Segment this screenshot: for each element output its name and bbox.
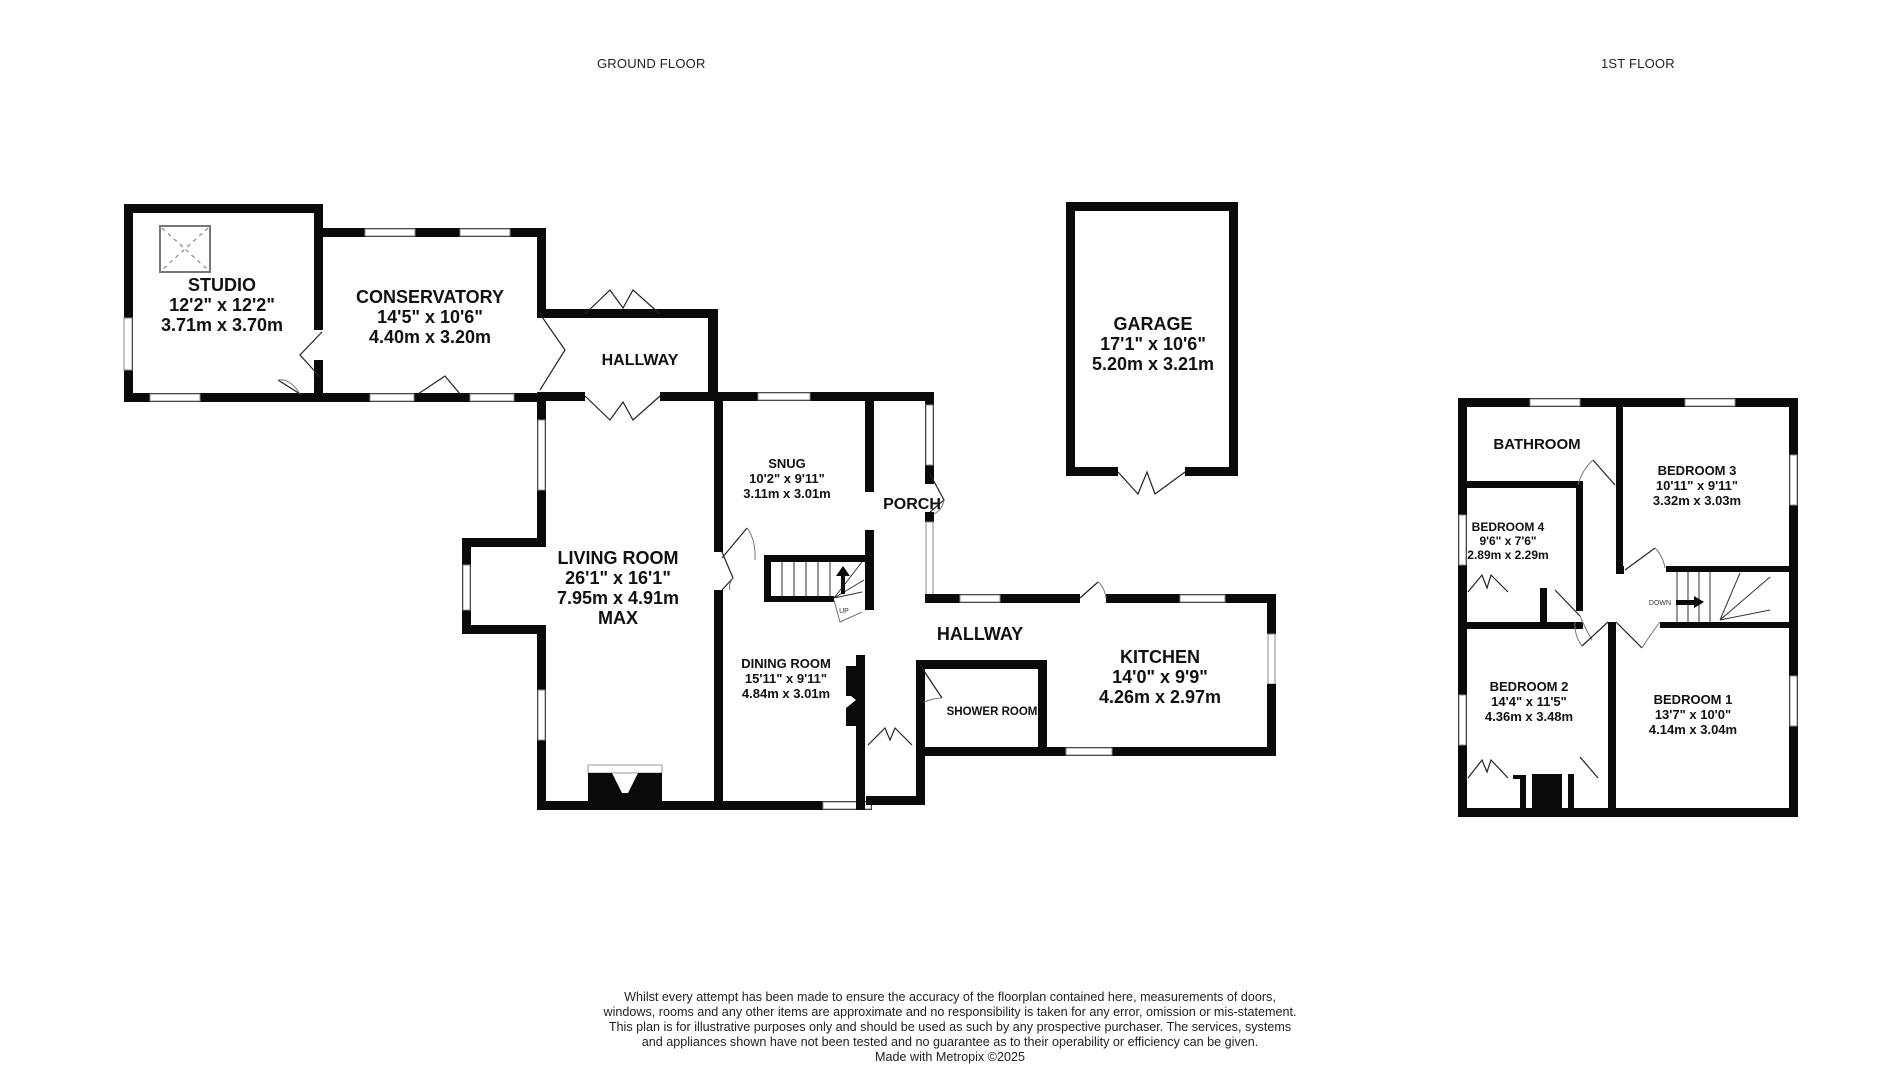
svg-text:4.36m x 3.48m: 4.36m x 3.48m [1485,709,1573,724]
svg-text:12'2" x 12'2": 12'2" x 12'2" [169,295,275,315]
svg-text:4.14m x 3.04m: 4.14m x 3.04m [1649,722,1737,737]
svg-text:2.89m x 2.29m: 2.89m x 2.29m [1467,548,1548,562]
svg-text:15'11" x 9'11": 15'11" x 9'11" [745,671,827,686]
shower-room-label: SHOWER ROOM [947,706,1038,718]
svg-text:4.84m x 3.01m: 4.84m x 3.01m [742,686,830,701]
living-room-walls [462,392,872,810]
conservatory-label: CONSERVATORY 14'5" x 10'6" 4.40m x 3.20m [356,287,504,347]
stairs-down-label: DOWN [1649,600,1671,607]
svg-text:3.11m x 3.01m: 3.11m x 3.01m [743,486,830,501]
rear-hallway-label: HALLWAY [602,352,679,369]
svg-text:BEDROOM 2: BEDROOM 2 [1490,679,1569,694]
svg-text:10'11" x 9'11": 10'11" x 9'11" [1656,478,1738,493]
bedroom3-label: BEDROOM 3 10'11" x 9'11" 3.32m x 3.03m [1653,463,1741,508]
porch-label: PORCH [883,496,941,513]
svg-text:MAX: MAX [598,608,638,628]
conservatory-walls [299,228,587,402]
kitchen-hallway-walls [866,581,1276,805]
stairs-up-label: UP [839,608,849,615]
svg-text:BEDROOM 3: BEDROOM 3 [1658,463,1737,478]
snug-dining-walls [714,392,874,810]
svg-text:DINING ROOM: DINING ROOM [741,656,831,671]
svg-text:7.95m x 4.91m: 7.95m x 4.91m [557,588,679,608]
bedroom2-label: BEDROOM 2 14'4" x 11'5" 4.36m x 3.48m [1485,679,1573,724]
svg-text:17'1" x 10'6": 17'1" x 10'6" [1100,334,1206,354]
dining-room-label: DINING ROOM 15'11" x 9'11" 4.84m x 3.01m [741,656,831,701]
svg-text:GARAGE: GARAGE [1113,314,1192,334]
studio-label: STUDIO 12'2" x 12'2" 3.71m x 3.70m [161,275,283,335]
studio-walls [123,204,324,402]
garage-label: GARAGE 17'1" x 10'6" 5.20m x 3.21m [1092,314,1214,374]
svg-text:14'5" x 10'6": 14'5" x 10'6" [377,307,483,327]
ground-floor-plan: UP [123,202,1276,810]
living-room-label: LIVING ROOM 26'1" x 16'1" 7.95m x 4.91m … [557,548,679,628]
svg-text:3.32m x 3.03m: 3.32m x 3.03m [1653,493,1741,508]
svg-text:4.26m x 2.97m: 4.26m x 2.97m [1099,687,1221,707]
skylight-icon [159,225,211,273]
svg-text:3.71m x 3.70m: 3.71m x 3.70m [161,315,283,335]
svg-text:KITCHEN: KITCHEN [1120,647,1200,667]
bedroom4-label: BEDROOM 4 9'6" x 7'6" 2.89m x 2.29m [1467,520,1548,562]
staircase-down-icon: DOWN [1649,572,1771,622]
main-hallway-label: HALLWAY [937,624,1023,644]
svg-text:13'7" x 10'0": 13'7" x 10'0" [1655,707,1731,722]
snug-label: SNUG 10'2" x 9'11" 3.11m x 3.01m [743,456,830,501]
svg-text:LIVING ROOM: LIVING ROOM [558,548,679,568]
svg-text:10'2" x 9'11": 10'2" x 9'11" [749,471,825,486]
kitchen-label: KITCHEN 14'0" x 9'9" 4.26m x 2.97m [1099,647,1221,707]
ground-floor-heading: GROUND FLOOR [597,56,706,71]
first-floor-heading: 1ST FLOOR [1601,56,1675,71]
first-floor-plan: DOWN BATHROOM BEDROOM 3 10'11" x 9'11" 3… [1458,398,1798,817]
svg-text:26'1" x 16'1": 26'1" x 16'1" [565,568,671,588]
garage-walls [1066,202,1238,496]
living-room-fireplace-icon [587,764,663,801]
svg-text:BEDROOM 1: BEDROOM 1 [1654,692,1733,707]
bathroom-label: BATHROOM [1493,436,1580,453]
svg-text:5.20m x 3.21m: 5.20m x 3.21m [1092,354,1214,374]
svg-text:9'6" x 7'6": 9'6" x 7'6" [1479,534,1536,548]
disclaimer: Whilst every attempt has been made to en… [600,990,1300,1065]
porch-walls [872,392,945,603]
svg-text:14'0" x 9'9": 14'0" x 9'9" [1112,667,1208,687]
disclaimer-text: Whilst every attempt has been made to en… [603,990,1297,1049]
svg-text:SNUG: SNUG [768,456,806,471]
svg-text:4.40m x 3.20m: 4.40m x 3.20m [369,327,491,347]
svg-text:14'4" x 11'5": 14'4" x 11'5" [1491,694,1567,709]
metropix-credit: Made with Metropix ©2025 [875,1050,1025,1064]
svg-text:CONSERVATORY: CONSERVATORY [356,287,504,307]
svg-text:STUDIO: STUDIO [188,275,256,295]
svg-text:BEDROOM 4: BEDROOM 4 [1472,520,1545,534]
staircase-up-icon: UP [764,555,870,623]
bedroom1-label: BEDROOM 1 13'7" x 10'0" 4.14m x 3.04m [1649,692,1737,737]
